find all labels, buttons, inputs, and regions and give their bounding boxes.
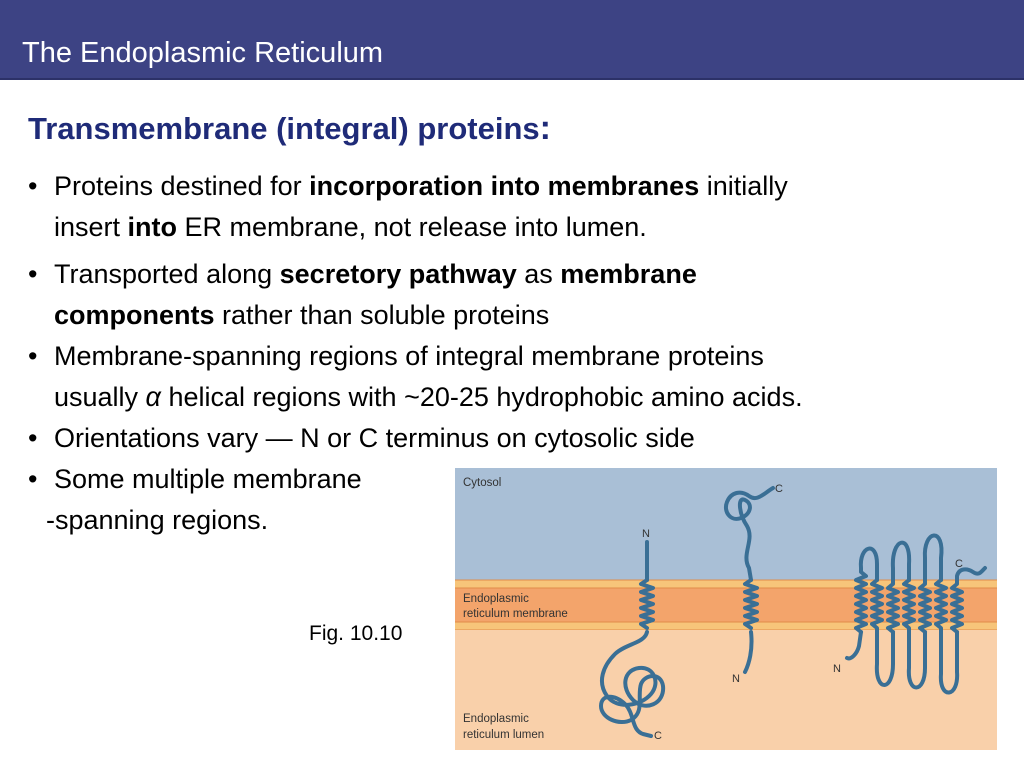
protein-1-c-loop xyxy=(599,630,666,738)
protein-3-pass-4 xyxy=(902,578,927,690)
bullet-bold-text: membrane xyxy=(560,259,697,289)
membrane-label: Endoplasmic xyxy=(463,593,529,605)
protein-1-helix xyxy=(639,578,655,630)
cytosol-label: Cytosol xyxy=(463,477,501,489)
membrane-outer-edge xyxy=(455,580,997,588)
bullet-line: Transported along secretory pathway as m… xyxy=(54,254,1018,295)
terminus-label: C xyxy=(955,558,963,570)
bullet-text: Transported along xyxy=(54,259,280,289)
protein-2-c-loop xyxy=(724,486,775,582)
bullet-text: usually xyxy=(54,382,146,412)
terminus-label: C xyxy=(654,730,662,742)
heading-text: Transmembrane (integral) proteins xyxy=(28,111,540,146)
bullet-line: Orientations vary — N or C terminus on c… xyxy=(54,423,695,453)
bullet-symbol: • xyxy=(28,341,38,371)
lumen-label: Endoplasmic xyxy=(463,713,529,725)
bullet-bold-text: into xyxy=(127,212,178,242)
membrane-label: reticulum membrane xyxy=(463,608,568,620)
bullet-line: Proteins destined for incorporation into… xyxy=(54,166,1018,207)
protein-2-n-tail xyxy=(743,630,754,674)
protein-3-n-tail xyxy=(845,630,863,661)
terminus-label: C xyxy=(775,483,783,495)
protein-2-helix xyxy=(743,578,759,630)
bullet-item: • Transported along secretory pathway as… xyxy=(28,254,1018,336)
bullet-item: • Some multiple membrane -spanning regio… xyxy=(28,459,1018,541)
bullet-list: • Proteins destined for incorporation in… xyxy=(28,166,1018,541)
slide-heading: Transmembrane (integral) proteins: xyxy=(28,108,551,149)
bullet-text: initially xyxy=(699,171,788,201)
terminus-label: N xyxy=(833,663,841,675)
bullet-item: • Orientations vary — N or C terminus on… xyxy=(28,418,1018,459)
lumen-region xyxy=(455,630,997,750)
membrane-diagram: Cytosol Endoplasmic reticulum membrane E… xyxy=(455,468,997,750)
bullet-symbol: • xyxy=(28,171,38,201)
bullet-symbol: • xyxy=(28,464,38,494)
membrane-inner-edge xyxy=(455,622,997,630)
bullet-bold-text: secretory pathway xyxy=(279,259,517,289)
alpha-symbol: α xyxy=(145,382,161,412)
bullet-line: Membrane-spanning regions of integral me… xyxy=(54,341,764,371)
bullet-text: as xyxy=(516,259,561,289)
bullet-symbol: • xyxy=(28,259,38,289)
bullet-text: rather than soluble proteins xyxy=(214,300,550,330)
bullet-text: ER membrane, not release into lumen. xyxy=(177,212,647,242)
bullet-line: Some multiple membrane xyxy=(54,464,362,494)
protein-2 xyxy=(724,486,775,674)
bullet-symbol: • xyxy=(28,423,38,453)
protein-3-pass-3 xyxy=(886,540,912,634)
membrane-protein-figure: Cytosol Endoplasmic reticulum membrane E… xyxy=(455,468,997,750)
slide-title: The Endoplasmic Reticulum xyxy=(22,37,384,69)
bullet-text: Proteins destined for xyxy=(54,171,310,201)
bullet-item: • Membrane-spanning regions of integral … xyxy=(28,336,1018,418)
terminus-label: N xyxy=(732,673,740,685)
bullet-bold-text: incorporation into membranes xyxy=(309,171,700,201)
title-bar: The Endoplasmic Reticulum xyxy=(0,0,1024,80)
cytosol-region xyxy=(455,468,997,580)
bullet-text: helical regions with ~20-25 hydrophobic … xyxy=(160,382,803,412)
bullet-line: insert into ER membrane, not release int… xyxy=(54,207,1018,248)
bullet-item: • Proteins destined for incorporation in… xyxy=(28,166,1018,248)
protein-1 xyxy=(599,540,666,738)
protein-3-pass-5 xyxy=(918,533,944,634)
bullet-line: -spanning regions. xyxy=(46,505,269,535)
bullet-text: insert xyxy=(54,212,128,242)
bullet-line: usually α helical regions with ~20-25 hy… xyxy=(54,377,1018,418)
protein-3 xyxy=(845,533,987,695)
terminus-label: N xyxy=(642,528,650,540)
lumen-label: reticulum lumen xyxy=(463,729,544,741)
figure-caption: Fig. 10.10 xyxy=(309,622,403,645)
protein-3-c-tail xyxy=(950,566,987,634)
protein-3-pass-2 xyxy=(870,578,895,687)
heading-colon: : xyxy=(539,109,551,147)
bullet-line: components rather than soluble proteins xyxy=(54,295,1018,336)
protein-3-pass-1 xyxy=(854,546,879,634)
bullet-bold-text: components xyxy=(54,300,215,330)
protein-3-pass-6 xyxy=(934,578,960,695)
